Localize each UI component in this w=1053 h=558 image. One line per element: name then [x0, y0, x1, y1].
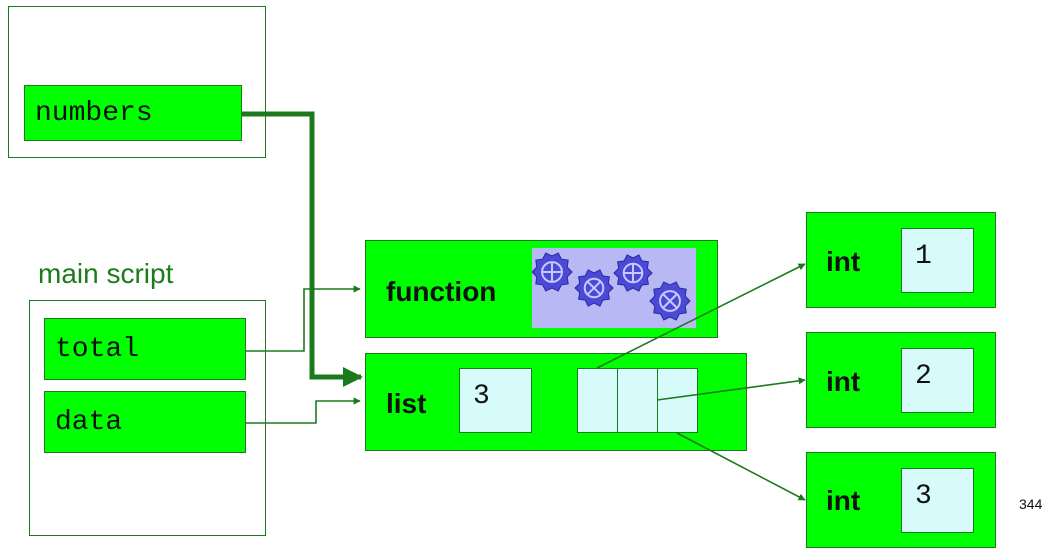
int-type-label-2: int [826, 366, 861, 397]
arrow-total-to-function [246, 285, 361, 352]
arrow-slot1-to-int2 [656, 377, 806, 401]
page-number: 344 [1019, 496, 1043, 512]
main-frame-title: main script [38, 258, 174, 289]
int-type-label-3: int [826, 485, 861, 516]
gear-icon-3 [613, 254, 653, 292]
int-type-label-1: int [826, 246, 861, 277]
gear-icon-2 [574, 269, 614, 307]
numbers-variable: numbers [24, 85, 242, 141]
gear-icon-4 [649, 281, 691, 321]
gear-icon-1 [531, 252, 573, 292]
arrow-slot0-to-int1 [596, 263, 806, 369]
arrow-slot2-to-int3 [676, 432, 806, 501]
data-variable: data [44, 391, 246, 453]
list-length-value: 3 [459, 368, 532, 433]
int-value-1: 1 [901, 228, 974, 293]
int-value-2: 2 [901, 348, 974, 413]
int-value-3: 3 [901, 468, 974, 533]
list-type-label: list [386, 388, 427, 419]
gears-icon [531, 248, 696, 328]
arrow-numbers-to-list [242, 111, 363, 387]
list-slot-0 [577, 368, 618, 433]
function-type-label: function [386, 276, 497, 307]
total-variable: total [44, 318, 246, 380]
arrow-data-to-list [246, 397, 361, 424]
